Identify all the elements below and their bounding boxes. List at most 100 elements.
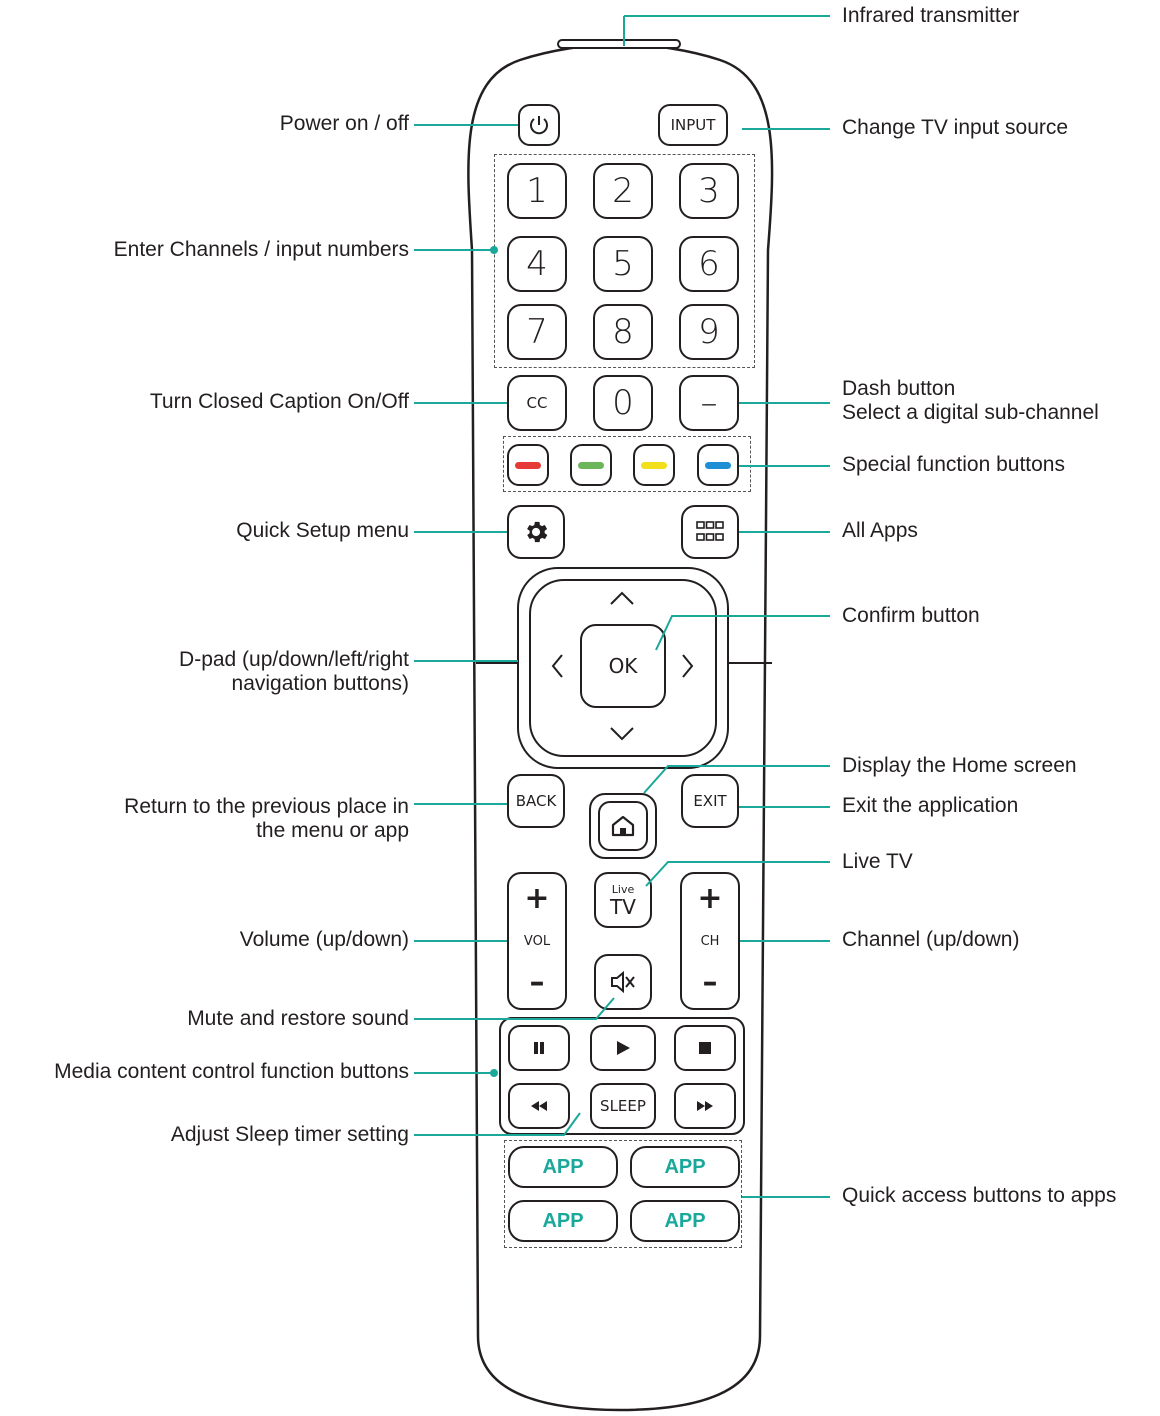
rewind-button[interactable] bbox=[508, 1083, 570, 1129]
label-dash-1: Dash button bbox=[842, 377, 956, 400]
blue-button[interactable] bbox=[697, 444, 739, 486]
stop-button[interactable] bbox=[674, 1025, 736, 1071]
power-button[interactable] bbox=[518, 104, 560, 146]
dpad-down-button[interactable] bbox=[600, 720, 644, 750]
gear-icon bbox=[527, 521, 548, 543]
rewind-icon bbox=[531, 1101, 547, 1111]
channel-rocker: + CH – bbox=[680, 872, 740, 1010]
power-icon bbox=[530, 116, 548, 135]
digit-9-button[interactable]: 9 bbox=[679, 304, 739, 360]
app-button-2[interactable]: APP bbox=[630, 1146, 740, 1188]
red-bar bbox=[515, 461, 541, 469]
apps-group bbox=[504, 1140, 742, 1248]
callout-quick-setup bbox=[414, 531, 507, 533]
callout-exit bbox=[739, 806, 830, 808]
stop-icon bbox=[699, 1042, 711, 1054]
ok-label: OK bbox=[608, 654, 638, 678]
live-tv-button[interactable]: Live TV bbox=[594, 872, 652, 928]
label-dpad-1: D-pad (up/down/left/right bbox=[179, 648, 409, 671]
play-icon bbox=[617, 1041, 630, 1055]
label-ir: Infrared transmitter bbox=[842, 4, 1020, 27]
fast-forward-icon bbox=[697, 1101, 713, 1111]
volume-up-button[interactable]: + bbox=[524, 881, 550, 916]
callout-numbers bbox=[414, 249, 494, 251]
callout-volume bbox=[414, 940, 507, 942]
digit-0-button[interactable]: 0 bbox=[593, 375, 653, 431]
digit-6-button[interactable]: 6 bbox=[679, 236, 739, 292]
digit-2-button[interactable]: 2 bbox=[593, 163, 653, 219]
label-all-apps: All Apps bbox=[842, 519, 918, 542]
callout-dpad bbox=[414, 660, 518, 662]
digit-3-button[interactable]: 3 bbox=[679, 163, 739, 219]
green-bar bbox=[578, 461, 604, 469]
green-button[interactable] bbox=[570, 444, 612, 486]
callout-quick-apps bbox=[742, 1196, 830, 1198]
volume-down-button[interactable]: – bbox=[529, 965, 545, 1000]
dpad-left-button[interactable] bbox=[540, 645, 572, 689]
label-back-1: Return to the previous place in bbox=[124, 795, 409, 818]
input-button[interactable]: INPUT bbox=[658, 104, 728, 146]
all-apps-button[interactable] bbox=[681, 505, 739, 559]
digit-7-button[interactable]: 7 bbox=[507, 304, 567, 360]
channel-up-button[interactable]: + bbox=[697, 881, 723, 916]
label-home: Display the Home screen bbox=[842, 754, 1077, 777]
sleep-button[interactable]: SLEEP bbox=[590, 1083, 656, 1129]
label-volume: Volume (up/down) bbox=[239, 928, 409, 951]
live-tv-bottom: TV bbox=[610, 895, 636, 919]
label-quick-setup: Quick Setup menu bbox=[236, 519, 409, 542]
label-special: Special function buttons bbox=[842, 453, 1065, 476]
digit-1-button[interactable]: 1 bbox=[507, 163, 567, 219]
app-button-3[interactable]: APP bbox=[508, 1200, 618, 1242]
callout-input bbox=[742, 128, 830, 130]
home-icon bbox=[611, 815, 635, 837]
back-button[interactable]: BACK bbox=[507, 774, 565, 828]
label-confirm: Confirm button bbox=[842, 604, 980, 627]
label-live: Live TV bbox=[842, 850, 913, 873]
callout-channel bbox=[740, 940, 830, 942]
mute-button[interactable] bbox=[594, 954, 652, 1010]
pause-icon bbox=[534, 1042, 544, 1054]
numbers-group bbox=[494, 154, 755, 368]
label-back-2: the menu or app bbox=[256, 819, 409, 842]
dpad-right-button[interactable] bbox=[674, 645, 706, 689]
fast-forward-button[interactable] bbox=[674, 1083, 736, 1129]
volume-label: VOL bbox=[523, 933, 551, 949]
channel-label: CH bbox=[700, 933, 720, 949]
exit-button[interactable]: EXIT bbox=[681, 774, 739, 828]
yellow-button[interactable] bbox=[633, 444, 675, 486]
play-button[interactable] bbox=[590, 1025, 656, 1071]
ok-button[interactable]: OK bbox=[580, 624, 666, 708]
dash-button[interactable]: – bbox=[679, 375, 739, 431]
app-button-4[interactable]: APP bbox=[630, 1200, 740, 1242]
label-cc: Turn Closed Caption On/Off bbox=[149, 390, 409, 413]
blue-bar bbox=[705, 461, 731, 469]
label-sleep: Adjust Sleep timer setting bbox=[170, 1123, 409, 1146]
callout-special bbox=[739, 465, 830, 467]
quick-setup-button[interactable] bbox=[507, 505, 565, 559]
pause-button[interactable] bbox=[508, 1025, 570, 1071]
red-button[interactable] bbox=[507, 444, 549, 486]
cc-button[interactable]: CC bbox=[507, 375, 567, 431]
channel-down-button[interactable]: – bbox=[702, 965, 718, 1000]
mute-icon bbox=[611, 970, 635, 994]
callout-dash bbox=[739, 402, 830, 404]
live-tv-top: Live bbox=[611, 883, 635, 896]
callout-cc bbox=[414, 402, 507, 404]
digit-4-button[interactable]: 4 bbox=[507, 236, 567, 292]
apps-grid-icon bbox=[696, 521, 724, 541]
label-mute: Mute and restore sound bbox=[187, 1007, 409, 1030]
app-button-1[interactable]: APP bbox=[508, 1146, 618, 1188]
dpad-up-button[interactable] bbox=[600, 585, 644, 615]
label-quick-apps: Quick access buttons to apps bbox=[842, 1184, 1117, 1207]
yellow-bar bbox=[641, 461, 667, 469]
home-button[interactable] bbox=[589, 793, 657, 859]
callout-numbers-dot bbox=[490, 246, 498, 254]
digit-5-button[interactable]: 5 bbox=[593, 236, 653, 292]
callout-back bbox=[414, 803, 507, 805]
label-channel: Channel (up/down) bbox=[842, 928, 1020, 951]
label-power: Power on / off bbox=[279, 112, 409, 135]
digit-8-button[interactable]: 8 bbox=[593, 304, 653, 360]
label-numbers: Enter Channels / input numbers bbox=[113, 238, 409, 261]
